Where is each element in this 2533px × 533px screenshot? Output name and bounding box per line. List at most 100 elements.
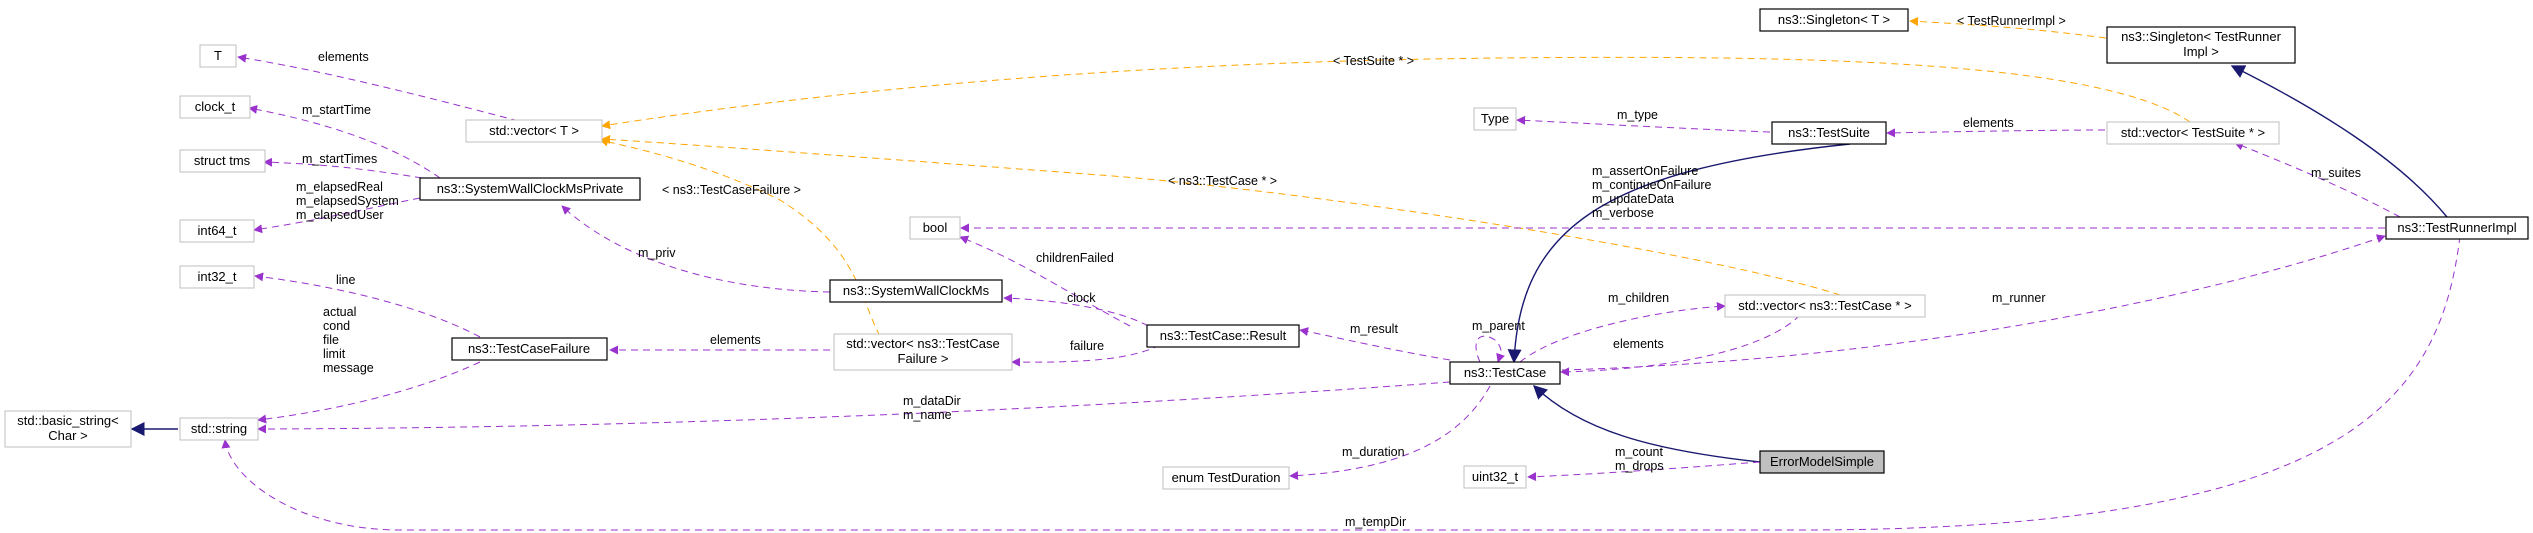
label-message: message bbox=[323, 361, 374, 375]
node-struct-tms[interactable]: struct tms bbox=[179, 149, 266, 173]
node-test-case-failure[interactable]: ns3::TestCaseFailure bbox=[451, 337, 608, 361]
edge-tc-tri bbox=[1561, 234, 2386, 371]
node-vector-test-case-ptr[interactable]: std::vector< ns3::TestCase * > bbox=[1724, 294, 1926, 318]
node-uint32[interactable]: uint32_t bbox=[1463, 465, 1527, 489]
label-line: line bbox=[336, 273, 356, 287]
svg-text:ns3::TestCase::Result: ns3::TestCase::Result bbox=[1160, 328, 1287, 343]
label-limit: limit bbox=[323, 347, 346, 361]
svg-text:ns3::TestRunnerImpl: ns3::TestRunnerImpl bbox=[2397, 220, 2516, 235]
node-test-runner-impl[interactable]: ns3::TestRunnerImpl bbox=[2385, 216, 2529, 240]
svg-text:clock_t: clock_t bbox=[195, 99, 236, 114]
label-elements-tc: elements bbox=[1613, 337, 1664, 351]
edge-vectcf-vector bbox=[599, 137, 881, 337]
edge-ems-tc-inherit bbox=[1532, 385, 1761, 463]
label-m-start-times: m_startTimes bbox=[302, 152, 377, 166]
label-m-duration: m_duration bbox=[1342, 445, 1405, 459]
edge-tc-vectc bbox=[1519, 302, 1726, 363]
label-tpl-tcf: < ns3::TestCaseFailure > bbox=[662, 183, 801, 197]
node-singleton-t[interactable]: ns3::Singleton< T > bbox=[1759, 8, 1909, 32]
edge-tri-vects bbox=[2234, 141, 2401, 218]
edge-vects-ts bbox=[1886, 128, 2106, 138]
node-std-string[interactable]: std::string bbox=[179, 417, 259, 441]
label-tpl-ts: < TestSuite * > bbox=[1333, 54, 1414, 68]
node-t[interactable]: T bbox=[199, 44, 237, 68]
svg-text:int32_t: int32_t bbox=[197, 269, 236, 284]
node-int64[interactable]: int64_t bbox=[179, 219, 255, 243]
label-elements-t: elements bbox=[318, 50, 369, 64]
node-test-case[interactable]: ns3::TestCase bbox=[1449, 361, 1561, 385]
edge-tri-stri-inherit bbox=[2230, 65, 2448, 218]
node-vector-test-case-failure[interactable]: std::vector< ns3::TestCase Failure > bbox=[833, 333, 1013, 371]
node-system-wall-clock-ms-private[interactable]: ns3::SystemWallClockMsPrivate bbox=[419, 177, 641, 201]
label-m-runner: m_runner bbox=[1992, 291, 2046, 305]
edge-tcf-int32 bbox=[254, 272, 481, 338]
edge-tri-string bbox=[221, 235, 2461, 531]
label-m-start-time: m_startTime bbox=[302, 103, 371, 117]
node-int32[interactable]: int32_t bbox=[179, 265, 255, 289]
label-m-assert-on-failure: m_assertOnFailure bbox=[1592, 164, 1698, 178]
node-enum-test-duration[interactable]: enum TestDuration bbox=[1162, 466, 1290, 490]
svg-text:ns3::TestCaseFailure: ns3::TestCaseFailure bbox=[468, 341, 590, 356]
svg-text:ErrorModelSimple: ErrorModelSimple bbox=[1770, 454, 1874, 469]
svg-text:ns3::Singleton< T >: ns3::Singleton< T > bbox=[1778, 12, 1890, 27]
node-type[interactable]: Type bbox=[1473, 107, 1517, 131]
label-m-elapsed-user: m_elapsedUser bbox=[296, 208, 384, 222]
label-m-type: m_type bbox=[1617, 108, 1658, 122]
label-children-failed: childrenFailed bbox=[1036, 251, 1114, 265]
edges bbox=[130, 16, 2461, 531]
edge-vectc-vector bbox=[601, 135, 1841, 296]
edge-vects-vector bbox=[601, 56, 2191, 130]
label-m-name: m_name bbox=[903, 408, 952, 422]
node-test-suite[interactable]: ns3::TestSuite bbox=[1771, 121, 1887, 145]
node-clock-t[interactable]: clock_t bbox=[179, 95, 251, 119]
node-error-model-simple[interactable]: ErrorModelSimple bbox=[1759, 450, 1885, 474]
node-vector-test-suite-ptr[interactable]: std::vector< TestSuite * > bbox=[2106, 121, 2280, 145]
edge-swcmp-int64 bbox=[253, 197, 421, 234]
label-m-elapsed-real: m_elapsedReal bbox=[296, 180, 383, 194]
edge-tc-string bbox=[257, 381, 1451, 434]
label-m-elapsed-system: m_elapsedSystem bbox=[296, 194, 399, 208]
svg-text:ns3::Singleton< TestRunner: ns3::Singleton< TestRunner bbox=[2121, 29, 2282, 44]
nodes: T clock_t struct tms int64_t int32_t std… bbox=[4, 8, 2529, 490]
label-tpl-tc: < ns3::TestCase * > bbox=[1168, 174, 1277, 188]
node-std-vector-t[interactable]: std::vector< T > bbox=[465, 119, 603, 143]
node-bool[interactable]: bool bbox=[909, 216, 961, 240]
edge-tcf-string bbox=[257, 361, 481, 424]
svg-text:bool: bool bbox=[923, 220, 948, 235]
edge-result-swcm bbox=[1003, 293, 1149, 327]
svg-text:Char >: Char > bbox=[48, 428, 87, 443]
svg-text:std::vector< TestSuite * >: std::vector< TestSuite * > bbox=[2121, 125, 2265, 140]
svg-text:Impl >: Impl > bbox=[2183, 44, 2219, 59]
node-test-case-result[interactable]: ns3::TestCase::Result bbox=[1146, 324, 1300, 348]
node-basic-string[interactable]: std::basic_string< Char > bbox=[4, 410, 132, 448]
label-m-result: m_result bbox=[1350, 322, 1398, 336]
node-singleton-test-runner-impl[interactable]: ns3::Singleton< TestRunner Impl > bbox=[2106, 26, 2296, 64]
edge-ts-tc-inherit bbox=[1507, 143, 1851, 364]
node-system-wall-clock-ms[interactable]: ns3::SystemWallClockMs bbox=[829, 279, 1003, 303]
svg-text:T: T bbox=[214, 48, 222, 63]
label-clock: clock bbox=[1067, 291, 1096, 305]
label-failure: failure bbox=[1070, 339, 1104, 353]
svg-text:int64_t: int64_t bbox=[197, 223, 236, 238]
edge-result-bool bbox=[959, 235, 1131, 327]
svg-text:struct tms: struct tms bbox=[194, 153, 251, 168]
label-m-continue-on-failure: m_continueOnFailure bbox=[1592, 178, 1712, 192]
label-elements-ts: elements bbox=[1963, 116, 2014, 130]
label-m-count: m_count bbox=[1615, 445, 1663, 459]
edge-labels: elements m_startTime m_startTimes m_elap… bbox=[296, 14, 2361, 529]
edge-ems-uint32 bbox=[1527, 461, 1761, 482]
label-m-update-data: m_updateData bbox=[1592, 192, 1674, 206]
label-m-suites: m_suites bbox=[2311, 166, 2361, 180]
edge-swcm-swcmp bbox=[561, 205, 831, 293]
svg-text:std::vector< ns3::TestCase: std::vector< ns3::TestCase bbox=[846, 336, 1000, 351]
svg-text:ns3::TestSuite: ns3::TestSuite bbox=[1788, 125, 1870, 140]
edge-stri-st bbox=[1909, 16, 2107, 39]
svg-text:ns3::SystemWallClockMs: ns3::SystemWallClockMs bbox=[843, 283, 990, 298]
edge-ts-type bbox=[1516, 115, 1771, 133]
edge-tc-result bbox=[1299, 327, 1451, 361]
svg-text:Type: Type bbox=[1481, 111, 1509, 126]
label-cond: cond bbox=[323, 319, 350, 333]
svg-text:uint32_t: uint32_t bbox=[1472, 469, 1519, 484]
svg-text:std::vector< ns3::TestCase * >: std::vector< ns3::TestCase * > bbox=[1738, 298, 1911, 313]
label-tpl-tri: < TestRunnerImpl > bbox=[1957, 14, 2066, 28]
